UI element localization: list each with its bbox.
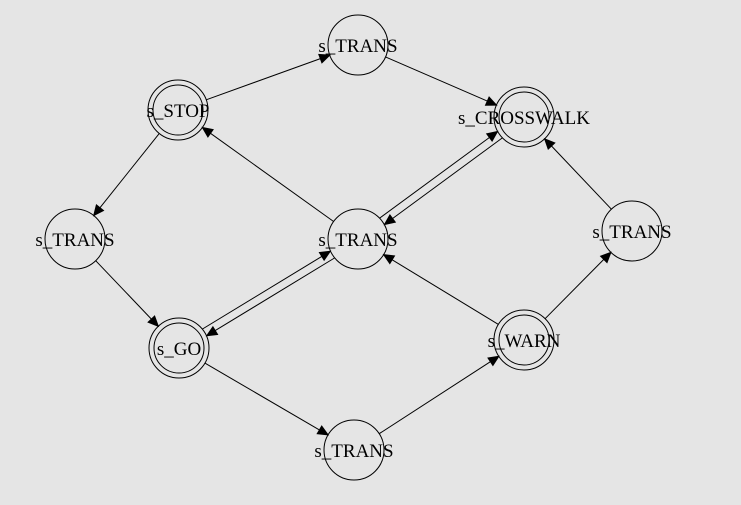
state-circle: [327, 208, 389, 270]
edge-line: [392, 137, 503, 219]
edge-warn-to-trans_right: [544, 251, 612, 320]
arrowhead-icon: [318, 250, 332, 262]
edge-line: [379, 137, 490, 219]
state-circle: [147, 79, 209, 141]
accepting-state-ring: [152, 84, 204, 136]
edge-line: [391, 259, 499, 325]
edge-trans_right-to-crosswalk: [543, 137, 612, 210]
arrowhead-icon: [316, 425, 330, 436]
edge-line: [210, 132, 334, 222]
edge-trans_bottom-to-warn: [378, 355, 500, 435]
arrowhead-icon: [205, 325, 219, 337]
state-label: s_STOP: [146, 101, 209, 122]
state-node-trans-bottom: s_TRANS: [314, 419, 394, 481]
edge-trans_top-to-crosswalk: [385, 56, 498, 106]
arrowhead-icon: [382, 253, 396, 265]
state-label: s_CROSSWALK: [458, 108, 590, 129]
state-circle: [493, 86, 555, 148]
state-node-crosswalk: s_CROSSWALK: [458, 86, 590, 148]
state-node-go: s_GO: [148, 317, 210, 379]
state-node-trans-right: s_TRANS: [592, 200, 672, 262]
state-circle: [493, 309, 555, 371]
edges-layer: [92, 53, 612, 436]
state-circle: [601, 200, 663, 262]
edge-line: [206, 58, 321, 101]
edge-line: [378, 361, 491, 435]
edge-line: [202, 255, 323, 330]
arrowhead-icon: [147, 315, 160, 328]
edge-trans_mid-to-stop: [201, 126, 334, 222]
edge-line: [95, 260, 152, 320]
edge-line: [385, 56, 488, 102]
state-circle: [327, 14, 389, 76]
edge-crosswalk-to-trans_mid: [383, 137, 503, 226]
edge-line: [99, 133, 160, 209]
arrowhead-icon: [484, 96, 498, 106]
edge-go-to-trans_mid: [202, 250, 332, 330]
accepting-state-ring: [498, 91, 550, 143]
state-label: s_GO: [157, 339, 201, 360]
state-node-stop: s_STOP: [146, 79, 210, 141]
arrowhead-icon: [485, 130, 499, 143]
state-label: s_TRANS: [35, 230, 114, 251]
state-circle: [323, 419, 385, 481]
edge-trans_mid-to-go: [205, 257, 335, 337]
state-circle: [148, 317, 210, 379]
state-label: s_TRANS: [318, 230, 397, 251]
edge-go-to-trans_bottom: [204, 362, 330, 436]
state-node-trans-mid: s_TRANS: [318, 208, 398, 270]
edge-line: [214, 257, 335, 332]
edge-trans_mid-to-crosswalk: [379, 130, 499, 219]
state-node-warn: s_WARN: [488, 309, 561, 371]
state-label: s_WARN: [488, 331, 561, 352]
edge-line: [551, 145, 612, 210]
arrowhead-icon: [383, 213, 397, 226]
state-node-trans-left: s_TRANS: [35, 208, 115, 270]
accepting-state-ring: [153, 322, 205, 374]
state-circle: [44, 208, 106, 270]
arrowhead-icon: [487, 355, 500, 367]
arrowhead-icon: [92, 204, 105, 217]
edge-stop-to-trans_top: [206, 53, 331, 101]
state-label: s_TRANS: [592, 222, 671, 243]
edge-line: [544, 259, 605, 320]
arrowhead-icon: [599, 251, 612, 264]
edge-stop-to-trans_left: [92, 133, 160, 217]
arrowhead-icon: [318, 53, 331, 64]
edge-line: [204, 362, 320, 431]
arrowhead-icon: [201, 126, 214, 138]
edge-trans_left-to-go: [95, 260, 160, 328]
arrowhead-icon: [543, 137, 556, 150]
state-node-trans-top: s_TRANS: [318, 14, 398, 76]
accepting-state-ring: [498, 314, 550, 366]
state-label: s_TRANS: [318, 36, 397, 57]
state-label: s_TRANS: [314, 441, 393, 462]
nodes-layer: s_STOP s_TRANS s_CROSSWALK s_TRANS s_TRANS s_…: [35, 14, 672, 481]
edge-warn-to-trans_mid: [382, 253, 499, 325]
